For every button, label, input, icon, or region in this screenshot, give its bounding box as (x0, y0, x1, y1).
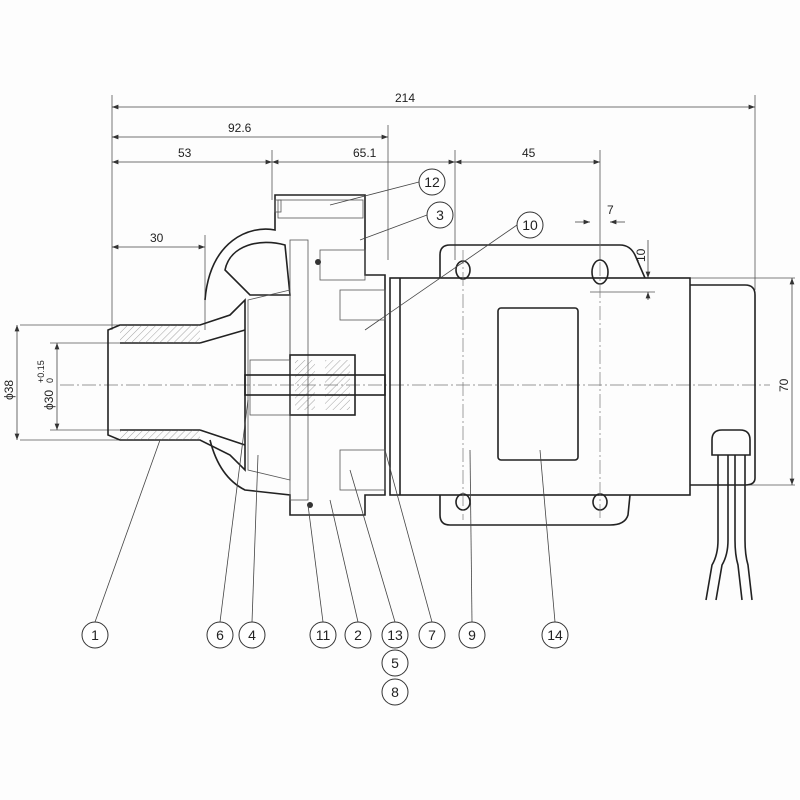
callout-12: 12 (418, 168, 446, 196)
svg-text:5: 5 (391, 655, 399, 671)
dim-7: 7 (607, 203, 614, 217)
dim-dia-30-tol-lower: 0 (45, 378, 55, 383)
svg-text:4: 4 (248, 627, 256, 643)
callout-6: 6 (206, 621, 234, 649)
svg-text:10: 10 (522, 217, 538, 233)
svg-text:1: 1 (91, 627, 99, 643)
dim-214: 214 (395, 91, 415, 105)
callout-9: 9 (458, 621, 486, 649)
callout-3: 3 (426, 201, 454, 229)
inlet-port (107, 298, 246, 472)
callout-5: 5 (381, 649, 409, 677)
callout-1: 1 (81, 621, 109, 649)
power-cable (705, 429, 753, 601)
svg-text:14: 14 (547, 627, 563, 643)
dim-53: 53 (178, 146, 192, 160)
extension-lines (20, 95, 795, 486)
dim-dia-30-tol-upper: +0.15 (36, 360, 46, 383)
dim-65-1: 65.1 (353, 146, 377, 160)
callout-leaders (94, 181, 556, 623)
dim-dia-38: ϕ38 (2, 380, 16, 400)
dimension-labels: 214 92.6 53 65.1 45 30 7 10 70 ϕ38 ϕ30 +… (2, 91, 791, 410)
callout-7: 7 (418, 621, 446, 649)
callout-11: 11 (309, 621, 337, 649)
mounting-flange-top (439, 244, 646, 279)
svg-text:6: 6 (216, 627, 224, 643)
svg-text:9: 9 (468, 627, 476, 643)
dim-dia-30: ϕ30 (42, 390, 56, 410)
callout-10: 10 (516, 211, 544, 239)
motor-body (389, 240, 756, 526)
svg-text:2: 2 (354, 627, 362, 643)
svg-text:11: 11 (316, 627, 331, 643)
callout-13: 13 (381, 621, 409, 649)
dim-10: 10 (634, 248, 648, 262)
callout-2: 2 (344, 621, 372, 649)
dim-70: 70 (777, 378, 791, 392)
dimension-lines (14, 104, 795, 485)
motor-label-plate (497, 307, 579, 461)
pump-housing (204, 194, 386, 516)
callout-8: 8 (381, 678, 409, 706)
dim-30: 30 (150, 231, 164, 245)
svg-text:13: 13 (387, 627, 403, 643)
callout-14: 14 (541, 621, 569, 649)
dim-92-6: 92.6 (228, 121, 252, 135)
mounting-flange-bottom (439, 494, 631, 526)
dim-45: 45 (522, 146, 536, 160)
svg-text:12: 12 (424, 174, 440, 190)
svg-text:8: 8 (391, 684, 399, 700)
callout-4: 4 (238, 621, 266, 649)
svg-text:7: 7 (428, 627, 436, 643)
svg-text:3: 3 (436, 207, 444, 223)
